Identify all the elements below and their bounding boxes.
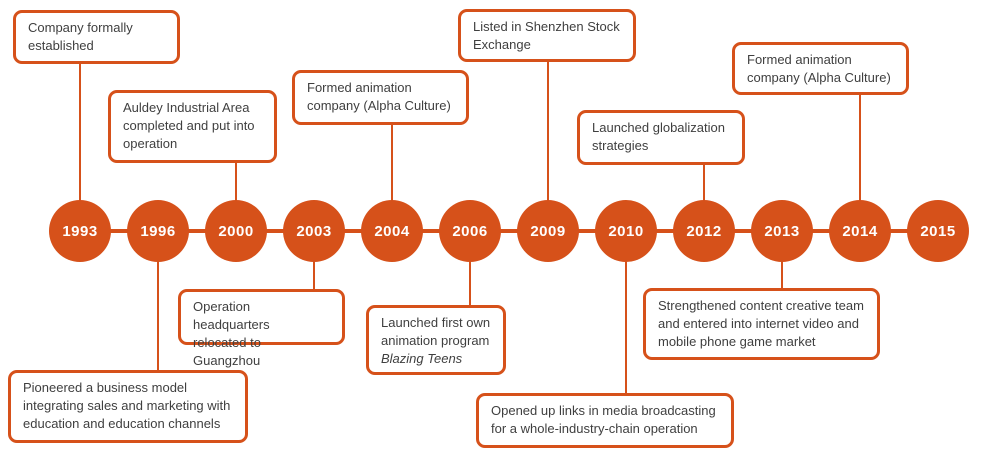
connector-line-1993 [79, 62, 81, 231]
event-text: Launched first own animation program [381, 315, 491, 348]
connector-line-2006 [469, 231, 471, 305]
event-text-italic: Blazing Teens [381, 351, 463, 366]
event-text: Company formally established [28, 20, 133, 53]
year-node-2006: 2006 [439, 200, 501, 262]
event-text: Pioneered a business model integrating s… [23, 380, 231, 431]
event-text: Formed animation company (Alpha Culture) [307, 80, 451, 113]
event-text: Auldey Industrial Area completed and put… [123, 100, 255, 151]
connector-line-2014 [859, 95, 861, 231]
timeline-axis [80, 229, 938, 233]
year-node-2003: 2003 [283, 200, 345, 262]
connector-line-2010 [625, 231, 627, 393]
event-box-2000-auldey-industrial-area: Auldey Industrial Area completed and put… [108, 90, 277, 163]
event-text: Listed in Shenzhen Stock Exchange [473, 19, 620, 52]
connector-line-2012 [703, 165, 705, 231]
event-box-2013-content-creative-team: Strengthened content creative team and e… [643, 288, 880, 360]
event-box-2010-media-broadcasting: Opened up links in media broadcasting fo… [476, 393, 734, 448]
year-node-1993: 1993 [49, 200, 111, 262]
connector-line-2000 [235, 163, 237, 231]
event-box-1993-company-established: Company formally established [13, 10, 180, 64]
event-box-2006-blazing-teens: Launched first own animation program Bla… [366, 305, 506, 375]
event-text: Strengthened content creative team and e… [658, 298, 864, 349]
event-text: Formed animation company (Alpha Culture) [747, 52, 891, 85]
event-text: Opened up links in media broadcasting fo… [491, 403, 716, 436]
event-box-2012-globalization: Launched globalization strategies [577, 110, 745, 165]
event-box-2004-alpha-culture: Formed animation company (Alpha Culture) [292, 70, 469, 125]
event-box-1996-business-model: Pioneered a business model integrating s… [8, 370, 248, 443]
year-node-2012: 2012 [673, 200, 735, 262]
year-node-1996: 1996 [127, 200, 189, 262]
connector-line-2009 [547, 62, 549, 231]
event-box-2003-guangzhou-headquarters: Operation headquarters relocated to Guan… [178, 289, 345, 368]
year-node-2014: 2014 [829, 200, 891, 262]
year-node-2013: 2013 [751, 200, 813, 262]
event-box-2014-alpha-culture: Formed animation company (Alpha Culture) [732, 42, 909, 95]
year-node-2010: 2010 [595, 200, 657, 262]
event-box-2009-shenzhen-stock-exchange: Listed in Shenzhen Stock Exchange [458, 9, 636, 62]
year-node-2009: 2009 [517, 200, 579, 262]
year-node-2015: 2015 [907, 200, 969, 262]
connector-line-2004 [391, 125, 393, 231]
event-text: Launched globalization strategies [592, 120, 725, 153]
year-node-2000: 2000 [205, 200, 267, 262]
connector-line-1996 [157, 231, 159, 370]
year-node-2004: 2004 [361, 200, 423, 262]
event-text: Operation headquarters relocated to Guan… [193, 299, 270, 368]
timeline-nodes: 1993 1996 2000 2003 2004 2006 2009 2010 … [49, 200, 969, 262]
